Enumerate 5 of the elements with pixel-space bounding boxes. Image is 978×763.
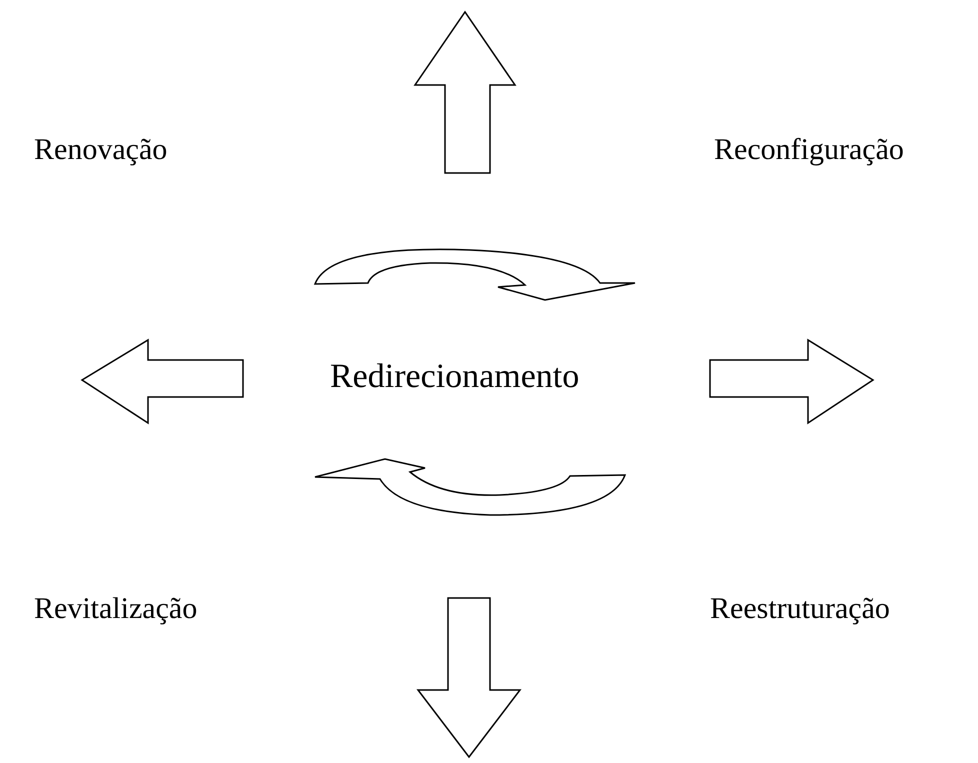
- center-label: Redirecionamento: [330, 358, 580, 396]
- corner-label: Renovação: [34, 133, 168, 166]
- corner-label: Reestruturação: [710, 592, 890, 625]
- corner-label: Reconfiguração: [714, 133, 904, 166]
- corner-label: Revitalização: [34, 592, 198, 625]
